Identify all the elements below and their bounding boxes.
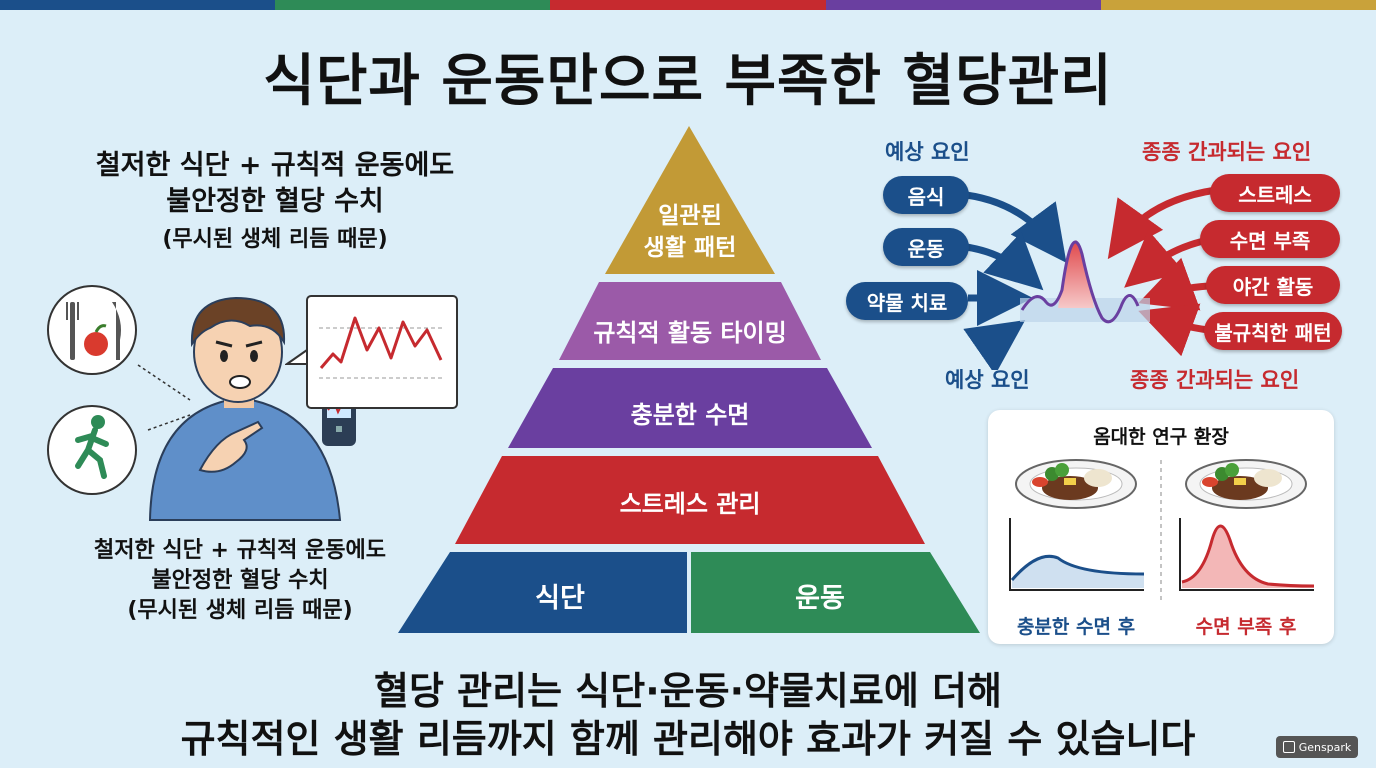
study-card: 옴대한 연구 환장 충분한 수면 후 수면: [988, 410, 1334, 644]
overlooked-factors-title: 종종 간과되는 요인: [1142, 140, 1312, 164]
conclusion-line-2: 규칙적인 생활 리듬까지 함께 관리해야 효과가 커질 수 있습니다: [180, 717, 1196, 761]
running-person-icon: [47, 405, 137, 495]
fluctuating-glucose-bubble: [285, 295, 458, 409]
pyramid-label-exercise: 운동: [795, 583, 845, 614]
factor-exercise-pill: 운동: [883, 228, 969, 266]
glucose-spike-area: [1058, 240, 1094, 308]
factor-sleep-loss-pill: 수면 부족: [1200, 220, 1340, 258]
study-label-sleep-loss: 수면 부족 후: [1195, 616, 1297, 638]
pyramid-label-diet: 식단: [535, 583, 585, 614]
factor-irregular-pattern-pill: 불규칙한 패턴: [1204, 312, 1342, 350]
lifestyle-pyramid: [398, 126, 980, 633]
pyramid-base-diet: [398, 552, 687, 633]
left-headline-line-3: (무시된 생체 리듬 때문): [162, 227, 388, 252]
pyramid-label-tier4: 스트레스 관리: [619, 490, 761, 518]
left-headline-line-2: 불안정한 혈당 수치: [166, 186, 384, 217]
pyramid-label-tier2: 규칙적 활동 타이밍: [593, 319, 787, 347]
conclusion-line-1: 혈당 관리는 식단·운동·약물치료에 더해: [374, 669, 1002, 713]
plate-steak-icon: [1015, 459, 1137, 509]
factor-stress-pill: 스트레스: [1210, 174, 1340, 212]
glucose-factors-graphic: [957, 186, 1217, 370]
pyramid-tier-sleep: [508, 368, 872, 448]
plate-steak-icon: [1185, 459, 1307, 509]
left-headline-line-1: 철저한 식단 + 규칙적 운동에도: [95, 150, 455, 181]
glucose-spike-curve: [1020, 240, 1140, 324]
pyramid-label-tier1-line1: 일관된: [658, 203, 722, 229]
stable-glucose-curve: [1010, 554, 1145, 581]
top-bar-segment: [550, 0, 826, 10]
genspark-logo-icon: [1282, 741, 1295, 753]
factor-medication-pill: 약물 치료: [846, 282, 968, 320]
spiking-glucose-curve: [1181, 524, 1315, 588]
person-icon: [148, 296, 342, 521]
pyramid-tier-activity-timing: [559, 282, 821, 360]
fork-knife-apple-icon: [47, 285, 137, 375]
expected-factors-title: 예상 요인: [885, 140, 970, 164]
top-bar-segment: [0, 0, 276, 10]
pyramid-tier-consistent-pattern: [605, 126, 775, 274]
pyramid-label-tier3: 충분한 수면: [630, 401, 750, 429]
pyramid-label-tier1: 일관된 생활 패턴: [605, 200, 775, 264]
top-bar-segment: [825, 0, 1101, 10]
page-title: 식단과 운동만으로 부족한 혈당관리: [263, 49, 1113, 114]
left-caption: 철저한 식단 + 규칙적 운동에도 불안정한 혈당 수치 (무시된 생체 리듬 …: [40, 536, 440, 626]
study-card-title: 옴대한 연구 환장: [1093, 426, 1229, 448]
top-bar-segment: [1100, 0, 1376, 10]
genspark-badge: Genspark: [1276, 736, 1358, 758]
overlooked-factors-bottom-label: 종종 간과되는 요인: [1130, 368, 1300, 392]
study-label-good-sleep: 충분한 수면 후: [1016, 616, 1136, 638]
left-caption-line-3: (무시된 생체 리듬 때문): [127, 598, 353, 623]
genspark-badge-label: Genspark: [1298, 740, 1352, 754]
factor-night-activity-pill: 야간 활동: [1206, 266, 1340, 304]
left-caption-line-2: 불안정한 혈당 수치: [151, 568, 329, 593]
left-caption-line-1: 철저한 식단 + 규칙적 운동에도: [94, 538, 386, 563]
top-bar-segment: [275, 0, 551, 10]
pyramid-label-tier1-line2: 생활 패턴: [643, 235, 737, 261]
pyramid-base-exercise: [691, 552, 980, 633]
pyramid-tier-stress: [455, 456, 925, 544]
top-color-bar: [0, 0, 1376, 10]
factor-food-pill: 음식: [883, 176, 969, 214]
study-comparison-graphic: [1009, 459, 1315, 600]
glucose-line: [319, 316, 443, 369]
expected-factors-bottom-label: 예상 요인: [945, 368, 1030, 392]
left-headline: 철저한 식단 + 규칙적 운동에도 불안정한 혈당 수치 (무시된 생체 리듬 …: [40, 148, 510, 260]
